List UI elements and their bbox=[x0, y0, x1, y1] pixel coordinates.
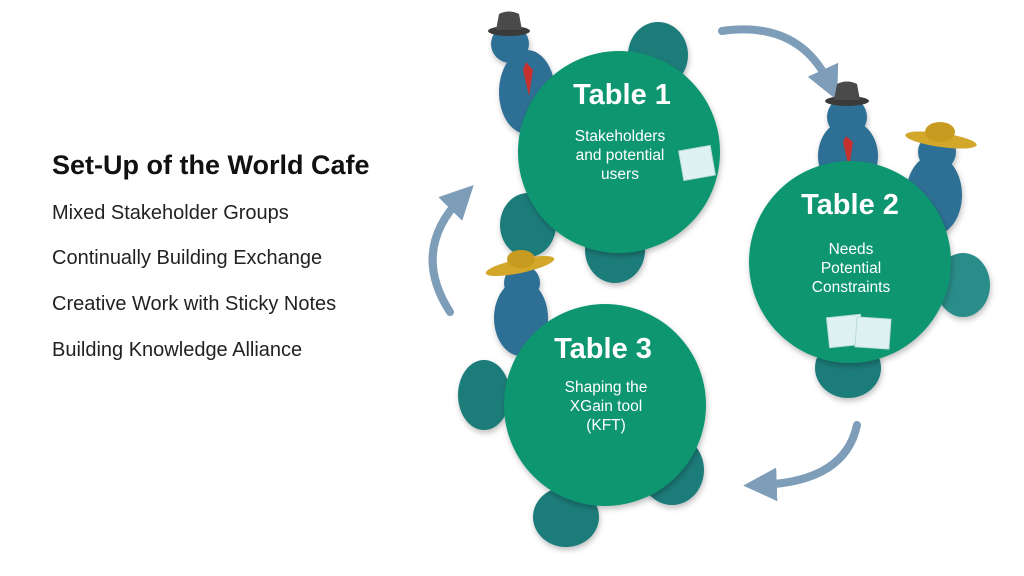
rotation-arrow-icon bbox=[743, 421, 861, 502]
table-2-line-1: Needs bbox=[829, 241, 874, 258]
seat bbox=[458, 360, 510, 430]
top-hat-icon bbox=[825, 81, 869, 106]
table-2-name: Table 2 bbox=[801, 189, 899, 221]
table-1-name: Table 1 bbox=[573, 79, 671, 111]
table-2 bbox=[749, 161, 951, 363]
sun-hat-icon bbox=[485, 250, 555, 276]
table-3-line-1: Shaping the bbox=[565, 379, 648, 396]
slide-title: Set-Up of the World Cafe bbox=[52, 150, 370, 180]
sticky-note-icon bbox=[825, 313, 892, 350]
bullet-item-2: Continually Building Exchange bbox=[52, 247, 323, 269]
table-1 bbox=[518, 51, 720, 253]
table-3-name: Table 3 bbox=[554, 333, 652, 365]
table-1-line-3: users bbox=[601, 166, 639, 183]
sticky-note-icon bbox=[678, 144, 716, 182]
table-2-line-2: Potential bbox=[821, 260, 881, 277]
table-2-line-3: Constraints bbox=[812, 279, 891, 296]
rotation-arrow-icon bbox=[428, 185, 474, 316]
sun-hat-icon bbox=[905, 122, 977, 149]
table-3-line-2: XGain tool bbox=[570, 398, 642, 415]
table-1-line-1: Stakeholders bbox=[575, 128, 666, 145]
table-1-line-2: and potential bbox=[576, 147, 665, 164]
bullet-item-1: Mixed Stakeholder Groups bbox=[52, 202, 289, 224]
bullet-item-3: Creative Work with Sticky Notes bbox=[52, 293, 337, 315]
table-3 bbox=[504, 304, 706, 506]
rotation-arrow-icon bbox=[718, 25, 839, 101]
table-3-line-3: (KFT) bbox=[586, 417, 626, 434]
top-hat-icon bbox=[488, 11, 530, 36]
bullet-item-4: Building Knowledge Alliance bbox=[52, 339, 303, 361]
